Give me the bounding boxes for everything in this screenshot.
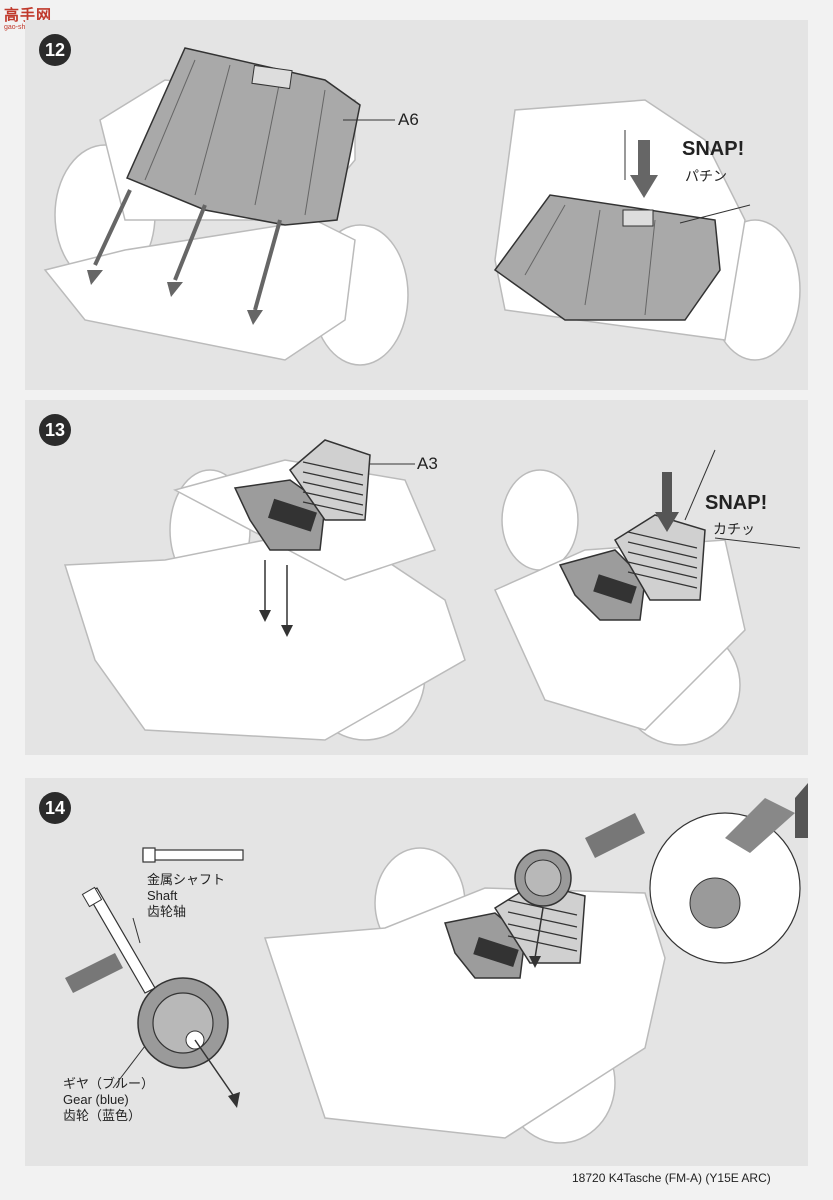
motor-cover-a3-part — [233, 439, 371, 551]
shaft-part — [142, 847, 244, 863]
gear-label-en: Gear (blue) — [63, 1092, 129, 1107]
part-label-a3: A3 — [417, 454, 438, 473]
cover-a6-snapped — [493, 194, 721, 321]
step-13-illustration — [63, 439, 801, 746]
snap-jp-label-12: パチン — [685, 168, 727, 184]
part-label-a6: A6 — [398, 110, 419, 129]
step-13-badge: 13 — [39, 414, 71, 446]
snap-label-13: SNAP! — [705, 492, 768, 514]
gear-label-jp: ギヤ（ブルー） — [63, 1076, 155, 1091]
step-12-illustration — [43, 47, 801, 366]
footer-product-code: 18720 K4Tasche (FM-A) (Y15E ARC) — [572, 1171, 771, 1185]
snap-arrow-13 — [655, 472, 679, 532]
watermark-title: 高手网 — [4, 7, 53, 24]
shaft-label-cn: 齿轮轴 — [147, 904, 187, 919]
shaft-label-en: Shaft — [147, 888, 178, 903]
grease-tube-large — [585, 813, 645, 858]
shaft-label-jp: 金属シャフト — [147, 872, 226, 887]
step-14-badge: 14 — [39, 792, 71, 824]
snap-label-12: SNAP! — [682, 138, 745, 160]
step-12-badge: 12 — [39, 34, 71, 66]
gear-label: ギヤ（ブルー） Gear (blue) 齿轮（蓝色） — [63, 1076, 154, 1124]
step-13-panel: 13 A3 SNAP! カチッ — [25, 400, 808, 755]
step-12-panel: 12 A6 SNAP! パチン — [25, 20, 808, 390]
step-14-illustration — [65, 783, 808, 1144]
grease-tube-small — [65, 953, 123, 993]
gear-label-cn: 齿轮（蓝色） — [63, 1108, 142, 1123]
grease-inset — [649, 783, 808, 964]
cover-a6-part — [126, 47, 361, 226]
step-14-panel: 14 金属シャフト Shaft 齿轮轴 ギヤ（ブルー） Gear (blue) … — [25, 778, 808, 1166]
gear-blue — [137, 977, 229, 1069]
snap-jp-label-13: カチッ — [713, 521, 755, 537]
gear-assembly-install — [514, 849, 572, 968]
motor-cover-a3-snapped — [558, 514, 706, 621]
shaft-label: 金属シャフト Shaft 齿轮轴 — [147, 872, 225, 920]
snap-arrow-12 — [630, 140, 658, 198]
